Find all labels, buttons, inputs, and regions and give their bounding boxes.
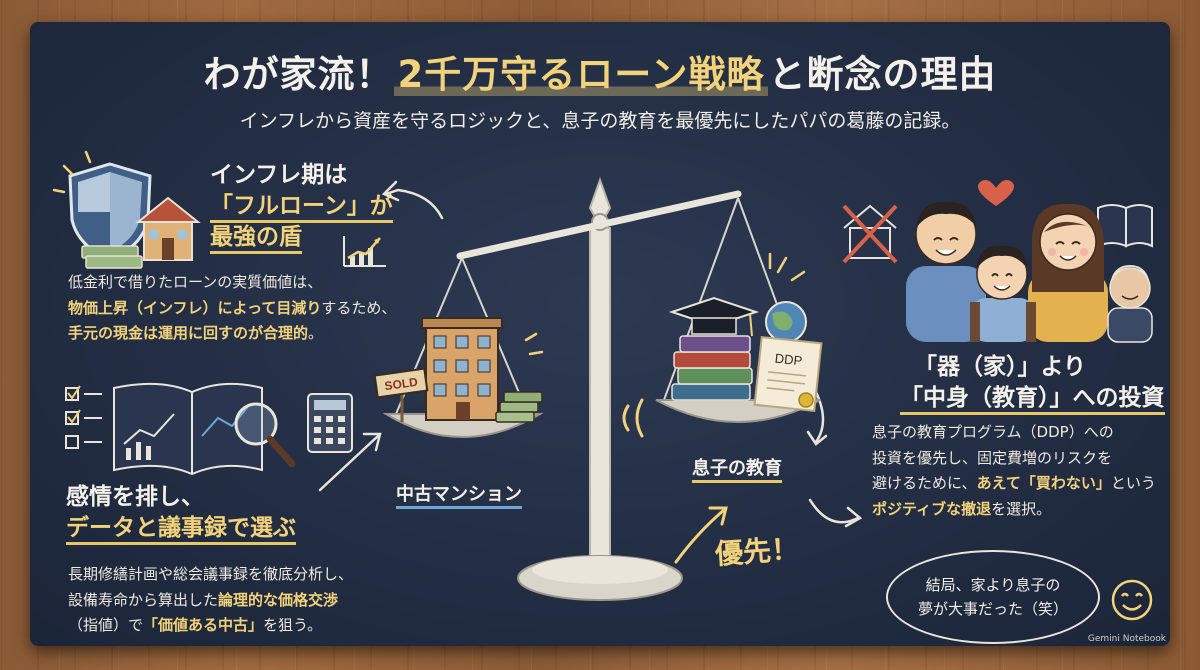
data-body-line3: （指値）で「価値ある中古」を狙う。	[68, 616, 323, 634]
money-stack-icon	[495, 391, 543, 423]
arrow-icon	[318, 180, 863, 528]
checklist-icon	[65, 385, 102, 449]
watermark: Gemini Notebook	[1087, 634, 1166, 644]
priority-label: 優先！	[714, 532, 801, 571]
chalkboard: わが家流！2千万守るローン戦略と断念の理由 インフレから資産を守るロジックと、息…	[30, 22, 1170, 646]
page-subtitle: インフレから資産を守るロジックと、息子の教育を最優先にしたパパの葛藤の記録。	[239, 110, 961, 132]
data-heading: 感情を排し、 データと議事録で選ぶ	[66, 482, 296, 546]
smiley-icon	[1111, 579, 1153, 621]
loan-body-line1: 低金利で借りたローンの実質価値は、	[68, 273, 323, 291]
open-book-icon	[1097, 204, 1153, 248]
invest-heading: 「器（家）」より 「中身（教育）」への投資	[900, 352, 1165, 416]
invest-heading-line1: 「器（家）」より	[914, 354, 1087, 380]
magnifier-icon	[234, 402, 296, 468]
invest-body-line2: 投資を優先し、固定費増のリスクを	[872, 448, 1113, 467]
education-label: 息子の教育	[692, 454, 782, 483]
crossed-house-icon	[842, 204, 898, 264]
shield-house-illustration	[52, 150, 201, 269]
house-icon	[135, 196, 201, 261]
svg-text:SOLD: SOLD	[384, 375, 419, 394]
mother-figure	[1028, 203, 1108, 342]
father-figure	[906, 201, 986, 342]
heart-icon	[978, 180, 1014, 206]
invest-body-line4: ポジティブな撤退を選択。	[872, 499, 1052, 518]
data-heading-line2: データと議事録で選ぶ	[66, 513, 296, 546]
mansion-label: 中古マンション	[396, 480, 522, 509]
title-part2: と断念の理由	[768, 53, 997, 96]
speech-bubble: 結局、家より息子の 夢が大事だった（笑）	[886, 550, 1100, 644]
grandfather-figure	[1107, 264, 1153, 343]
shield-icon	[68, 162, 152, 262]
title-highlight: 2千万守るローン戦略	[393, 53, 769, 96]
data-body-line1: 長期修繕計画や総会議事録を徹底分析し、	[68, 565, 354, 583]
title-part1: わが家流！	[203, 53, 394, 96]
data-body: 長期修繕計画や総会議事録を徹底分析し、 設備寿命から算出した論理的な価格交渉 （…	[68, 562, 448, 639]
loan-body-line3: 手元の現金は運用に回すのが合理的。	[68, 324, 324, 342]
diploma-icon: DDP	[753, 335, 823, 413]
loan-heading-line1: インフレ期は	[210, 162, 348, 188]
globe-icon	[765, 301, 807, 343]
invest-body-line1: 息子の教育プログラム（DDP）への	[872, 423, 1114, 441]
data-heading-line1: 感情を排し、	[66, 484, 204, 510]
balance-scale-icon: SOLD DDP	[318, 177, 863, 601]
sold-sign: SOLD	[373, 367, 429, 422]
rising-chart-icon	[343, 236, 386, 267]
invest-body: 息子の教育プログラム（DDP）への 投資を優先し、固定費増のリスクを 避けるため…	[872, 420, 1162, 522]
graduation-cap-icon	[668, 296, 760, 337]
svg-text:DDP: DDP	[774, 351, 803, 369]
loan-heading: インフレ期は 「フルローン」が 最強の盾	[210, 160, 393, 255]
loan-heading-line3: 最強の盾	[210, 222, 393, 255]
apartment-building-icon	[421, 317, 503, 421]
loan-body: 低金利で借りたローンの実質価値は、 物価上昇（インフレ）によって目減りするため、…	[68, 270, 468, 347]
page-title: わが家流！2千万守るローン戦略と断念の理由	[30, 44, 1170, 98]
son-figure	[970, 245, 1036, 342]
loan-body-line2: 物価上昇（インフレ）によって目減りするため、	[68, 298, 397, 317]
calculator-icon	[307, 393, 353, 453]
data-analysis-illustration	[65, 382, 353, 476]
data-body-line2: 設備寿命から算出した論理的な価格交渉	[68, 590, 339, 609]
money-stack-icon	[81, 245, 143, 269]
loan-heading-line2: 「フルローン」が	[210, 191, 393, 224]
family-illustration	[842, 180, 1153, 343]
bubble-line1: 結局、家より息子の	[925, 576, 1061, 594]
notebook-icon	[113, 382, 263, 476]
invest-heading-line2: 「中身（教育）」への投資	[900, 383, 1165, 416]
invest-body-line3: 避けるために、あえて「買わない」という	[872, 474, 1156, 492]
books-icon	[671, 335, 753, 401]
bubble-line2: 夢が大事だった（笑）	[917, 600, 1068, 618]
